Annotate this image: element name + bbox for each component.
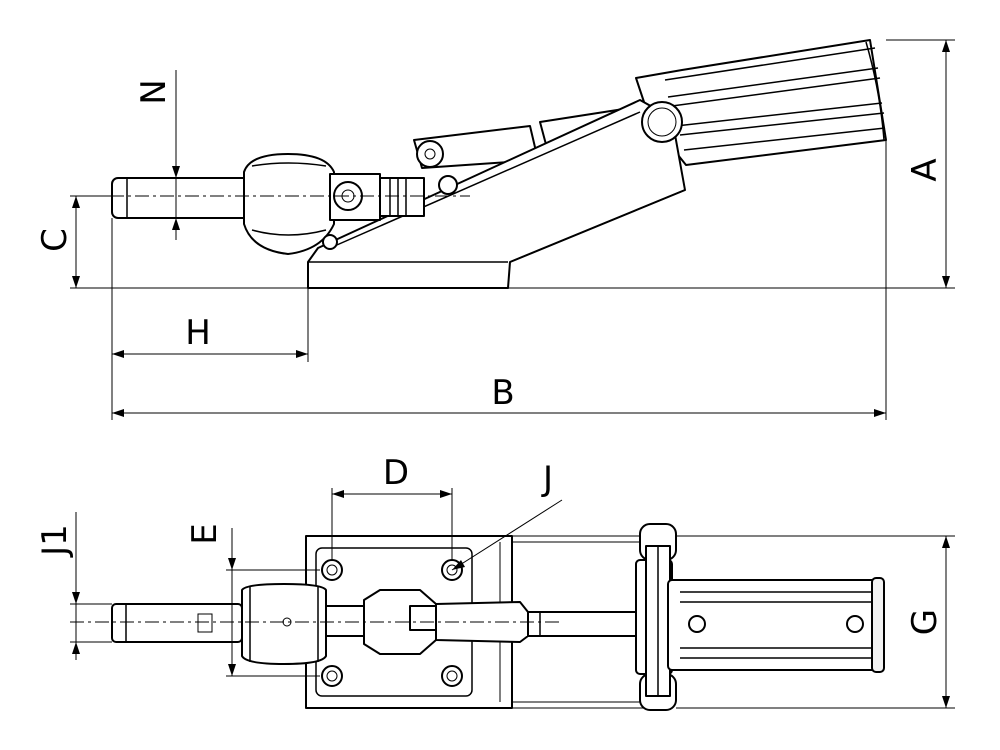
dimension-j1: J1	[35, 512, 112, 660]
top-cylinder	[667, 577, 885, 673]
dimension-g: G	[676, 535, 955, 709]
top-plunger	[111, 583, 327, 665]
dimension-label-d: D	[383, 453, 409, 493]
dimension-j: J	[451, 459, 563, 571]
dimension-d: D	[331, 453, 453, 560]
dimension-label-c: C	[35, 228, 75, 252]
side-dimensions: A C N H	[35, 39, 955, 420]
top-dimensions: D J E J1	[35, 453, 955, 709]
dimension-n: N	[134, 70, 180, 240]
dimension-e: E	[185, 523, 320, 677]
mounting-holes	[321, 559, 463, 687]
top-view	[70, 523, 885, 711]
dimension-label-e: E	[185, 523, 225, 544]
dimension-label-g: G	[905, 609, 945, 635]
dimension-label-b: B	[491, 373, 514, 413]
dimension-a: A	[886, 39, 955, 288]
dimension-h: H	[111, 218, 309, 420]
dimension-b: B	[112, 140, 887, 420]
dimension-label-j: J	[541, 459, 553, 499]
side-view	[70, 39, 955, 289]
dimension-label-h: H	[185, 313, 211, 353]
dimension-c: C	[35, 195, 112, 288]
top-linkage	[325, 589, 639, 655]
top-pivot-yoke	[635, 523, 677, 711]
dimension-label-j1: J1	[35, 524, 75, 558]
dimension-label-n: N	[134, 79, 174, 104]
side-plunger	[111, 153, 458, 255]
side-pivot	[641, 101, 683, 143]
dimension-label-a: A	[905, 158, 945, 181]
